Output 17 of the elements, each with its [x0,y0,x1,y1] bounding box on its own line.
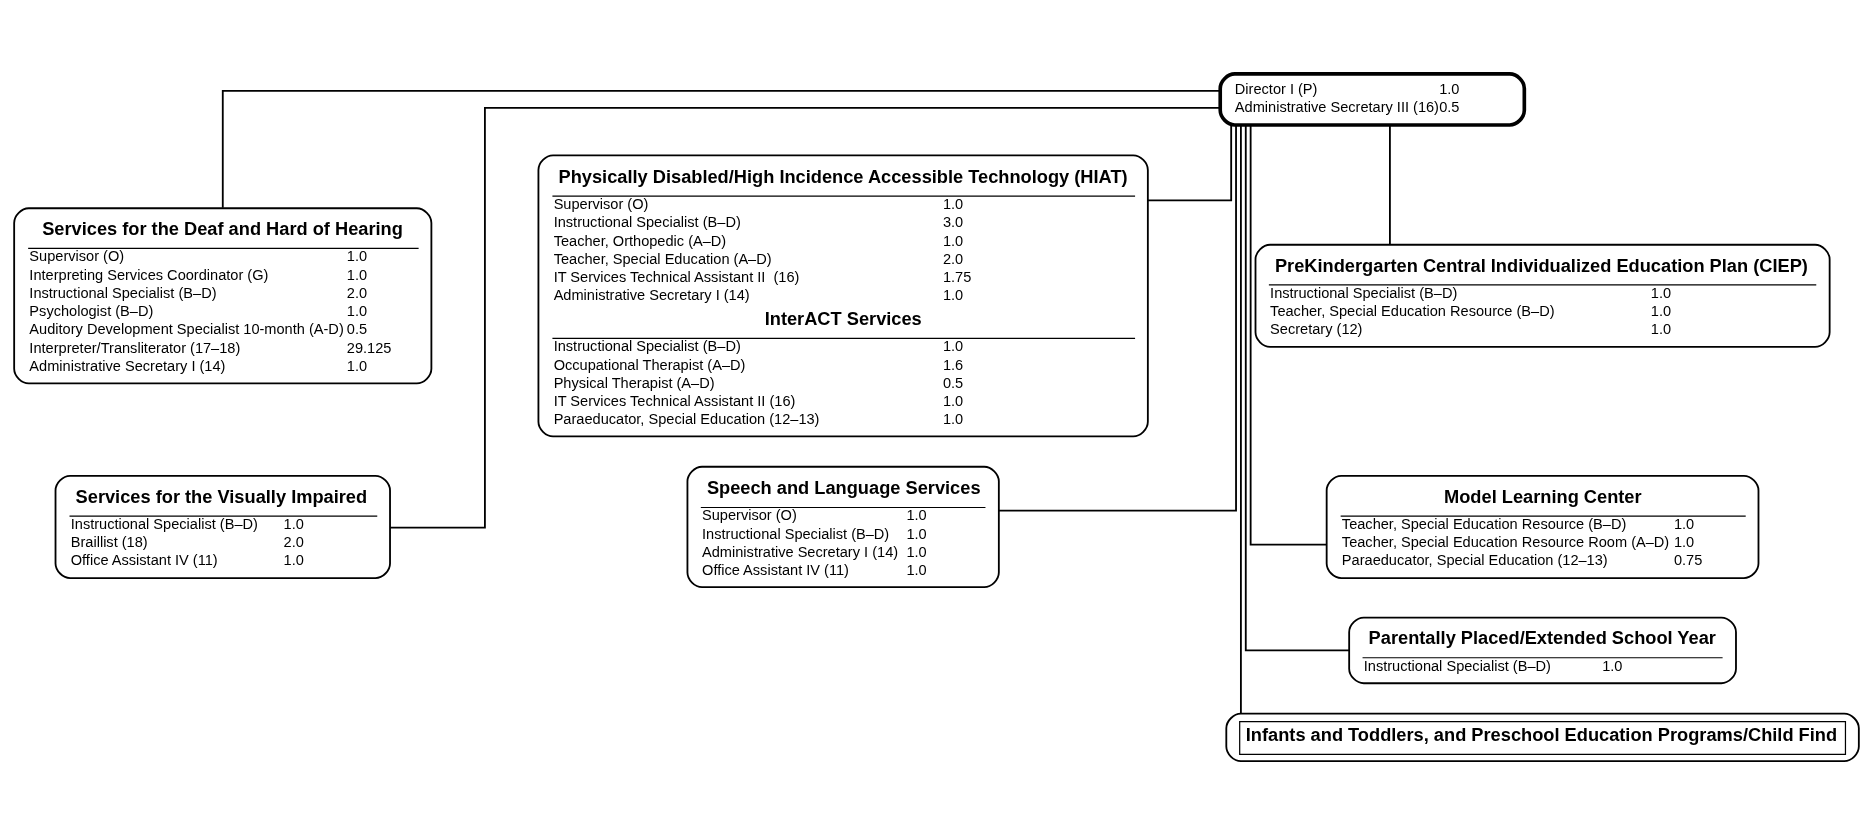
connector [221,90,1222,209]
node-box: PreKindergarten Central Individualized Education Plan (CIEP) Instructional Specialist (B–D) 1.0 Teacher, Special Education Resource (B–D) 1.0 Secretary (12) 1.0 [1254,243,1831,348]
node-box: Parentally Placed/Extended School Year Instructional Specialist (B–D) 1.0 [1348,616,1737,685]
node-box: Speech and Language Services Supervisor (O) 1.0 Instructional Specialist (B–D) 1.0 Administrative Secretary I (14) 1.0 Office Assistant IV (11) 1.0 [686,465,1000,589]
node-box: Model Learning Center Teacher, Special Education Resource (B–D) 1.0 Teacher, Special Education Resource Room (A–D) 1.0 Paraeducator, Special Education (12–13) 0.75 [1325,474,1760,579]
node-box: Services for the Deaf and Hard of Hearing Supervisor (O) 1.0 Interpreting Services Coordinator (G) 1.0 Instructional Specialist (B–D) 2.0 Psychologist (B–D) 1.0 Auditory Development Specialist 10-month (A-D) 0.5 Interpreter/Transliterator (17–18) 29.125 Administrative Secretary I (14) 1.0 [13,207,433,385]
node-box: Infants and Toddlers, and Preschool Education Programs/Child Find [1225,712,1860,763]
connector [1240,124,1242,715]
connector [998,124,1237,512]
connector [1389,124,1391,246]
connector [1244,124,1351,652]
node-box: Director I (P) 1.0 Administrative Secretary III (16)0.5 [1218,72,1527,127]
connector [389,107,1221,529]
connector [1147,124,1233,202]
connector [1249,124,1328,546]
node-box: Services for the Visually Impaired Instructional Specialist (B–D) 1.0 Braillist (18) 2.0 Office Assistant IV (11) 1.0 [54,474,391,579]
node-box: Physically Disabled/High Incidence Accessible Technology (HIAT) Supervisor (O) 1.0 Instructional Specialist (B–D) 3.0 Teacher, Orthopedic (A–D) 1.0 Teacher, Special Education (A–D) 2.0 IT Services Technical Assistant II (16) 1.75 Administrative Secretary I (14) 1.0 InterACT Services Instructional Specialist (B–D) 1.0 Occupational Therapist (A–D) 1.6 Physical Therapist (A–D) 0.5 IT Services Technical Assistant II (16) 1.0 Paraeducator, Special Education (12–13) 1.0 [537,154,1149,438]
